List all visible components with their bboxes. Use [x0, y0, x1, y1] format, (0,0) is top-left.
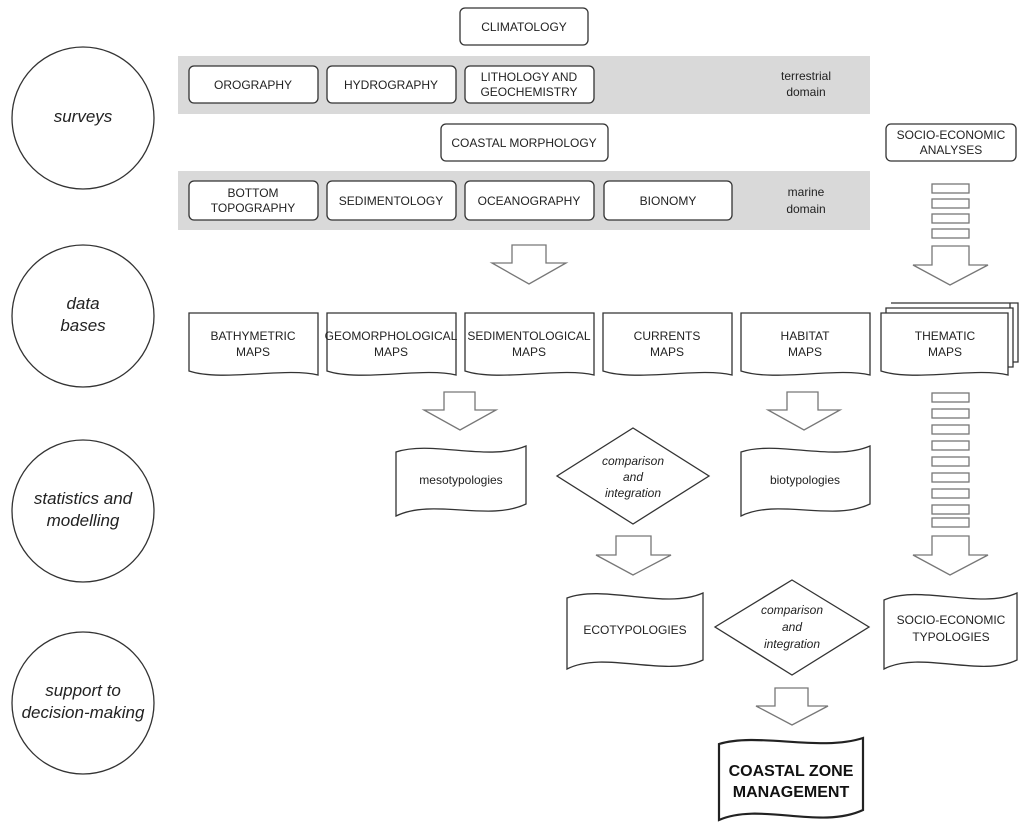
- lithology-label-1: LITHOLOGY AND: [481, 70, 578, 84]
- socio-analyses-label-1: SOCIO-ECONOMIC: [897, 128, 1006, 142]
- hydrography-box: HYDROGRAPHY: [326, 65, 457, 104]
- sedimentological-label-2: MAPS: [512, 345, 546, 359]
- socio-analyses-label-2: ANALYSES: [920, 143, 982, 157]
- arrow-thematic-to-socio-typologies: [912, 392, 989, 576]
- bottom-topography-label-2: TOPOGRAPHY: [211, 201, 295, 215]
- arrow-to-biotypologies: [765, 391, 843, 431]
- sedimentological-label-1: SEDIMENTOLOGICAL: [467, 329, 590, 343]
- level-surveys: surveys: [11, 46, 155, 190]
- comparison2-line3: integration: [764, 637, 820, 651]
- currents-maps-doc: CURRENTS MAPS: [602, 312, 733, 376]
- ecotypologies-wave: ECOTYPOLOGIES: [566, 591, 704, 671]
- oceanography-box: OCEANOGRAPHY: [464, 180, 595, 221]
- arrow-socio-analyses-to-thematic: [912, 183, 989, 286]
- comparison2-line1: comparison: [761, 603, 823, 617]
- terrestrial-domain-label-1: terrestrial: [781, 69, 831, 83]
- bottom-topography-label-1: BOTTOM: [227, 186, 278, 200]
- mesotypologies-wave: mesotypologies: [395, 445, 527, 518]
- habitat-label-1: HABITAT: [781, 329, 831, 343]
- geomorphological-maps-doc: GEOMORPHOLOGICAL MAPS: [325, 312, 458, 376]
- ecotypologies-label: ECOTYPOLOGIES: [583, 623, 686, 637]
- habitat-label-2: MAPS: [788, 345, 822, 359]
- mesotypologies-label: mesotypologies: [419, 473, 502, 487]
- level-stats-line2: modelling: [47, 511, 120, 530]
- comparison-diamond-2: comparison and integration: [713, 579, 871, 676]
- socio-typologies-label-1: SOCIO-ECONOMIC: [897, 613, 1006, 627]
- thematic-maps-doc: THEMATIC MAPS: [880, 302, 1019, 376]
- comparison-diamond-1: comparison and integration: [555, 427, 711, 525]
- climatology-box: CLIMATOLOGY: [459, 7, 589, 46]
- geomorphological-label-1: GEOMORPHOLOGICAL: [325, 329, 458, 343]
- geomorphological-label-2: MAPS: [374, 345, 408, 359]
- climatology-label: CLIMATOLOGY: [481, 20, 567, 34]
- bathymetric-label-1: BATHYMETRIC: [210, 329, 295, 343]
- lithology-label-2: GEOCHEMISTRY: [480, 85, 577, 99]
- thematic-label-2: MAPS: [928, 345, 962, 359]
- orography-label: OROGRAPHY: [214, 78, 292, 92]
- sedimentological-maps-doc: SEDIMENTOLOGICAL MAPS: [464, 312, 595, 376]
- sedimentology-box: SEDIMENTOLOGY: [326, 180, 457, 221]
- biotypologies-label: biotypologies: [770, 473, 840, 487]
- lithology-box: LITHOLOGY AND GEOCHEMISTRY: [464, 65, 595, 104]
- comparison2-line2: and: [782, 620, 802, 634]
- coastal-morphology-label: COASTAL MORPHOLOGY: [451, 136, 596, 150]
- biotypologies-wave: biotypologies: [740, 445, 871, 518]
- level-support-line1: support to: [45, 681, 121, 700]
- level-statistics-modelling: statistics and modelling: [11, 439, 155, 583]
- socio-typologies-label-2: TYPOLOGIES: [912, 630, 989, 644]
- orography-box: OROGRAPHY: [188, 65, 319, 104]
- level-data-bases: data bases: [11, 244, 155, 388]
- currents-label-2: MAPS: [650, 345, 684, 359]
- arrow-to-mesotypologies: [421, 391, 499, 431]
- comparison1-line2: and: [623, 470, 643, 484]
- sedimentology-label: SEDIMENTOLOGY: [339, 194, 443, 208]
- coastal-zone-management-wave: COASTAL ZONE MANAGEMENT: [717, 736, 865, 822]
- bionomy-box: BIONOMY: [603, 180, 733, 221]
- level-data-bases-line2: bases: [60, 316, 106, 335]
- czm-label-1: COASTAL ZONE: [729, 763, 854, 780]
- thematic-label-1: THEMATIC: [915, 329, 976, 343]
- arrow-to-ecotypologies: [595, 535, 672, 576]
- bathymetric-maps-doc: BATHYMETRIC MAPS: [188, 312, 319, 376]
- socio-economic-analyses-box: SOCIO-ECONOMIC ANALYSES: [885, 123, 1017, 162]
- level-support-line2: decision-making: [22, 703, 145, 722]
- level-data-bases-line1: data: [66, 294, 99, 313]
- bathymetric-label-2: MAPS: [236, 345, 270, 359]
- habitat-maps-doc: HABITAT MAPS: [740, 312, 871, 376]
- currents-label-1: CURRENTS: [634, 329, 701, 343]
- level-surveys-label: surveys: [54, 107, 113, 126]
- level-stats-line1: statistics and: [34, 489, 133, 508]
- hydrography-label: HYDROGRAPHY: [344, 78, 438, 92]
- arrow-surveys-to-databases: [489, 244, 569, 285]
- bionomy-label: BIONOMY: [640, 194, 697, 208]
- socio-economic-typologies-wave: SOCIO-ECONOMIC TYPOLOGIES: [883, 591, 1018, 671]
- oceanography-label: OCEANOGRAPHY: [478, 194, 581, 208]
- marine-domain-label-1: marine: [788, 185, 825, 199]
- arrow-to-czm: [755, 687, 829, 726]
- coastal-morphology-box: COASTAL MORPHOLOGY: [440, 123, 609, 162]
- czm-label-2: MANAGEMENT: [733, 784, 850, 801]
- comparison1-line1: comparison: [602, 454, 664, 468]
- marine-domain-label-2: domain: [786, 202, 825, 216]
- bottom-topography-box: BOTTOM TOPOGRAPHY: [188, 180, 319, 221]
- comparison1-line3: integration: [605, 486, 661, 500]
- level-support-decision: support to decision-making: [11, 631, 155, 775]
- terrestrial-domain-label-2: domain: [786, 85, 825, 99]
